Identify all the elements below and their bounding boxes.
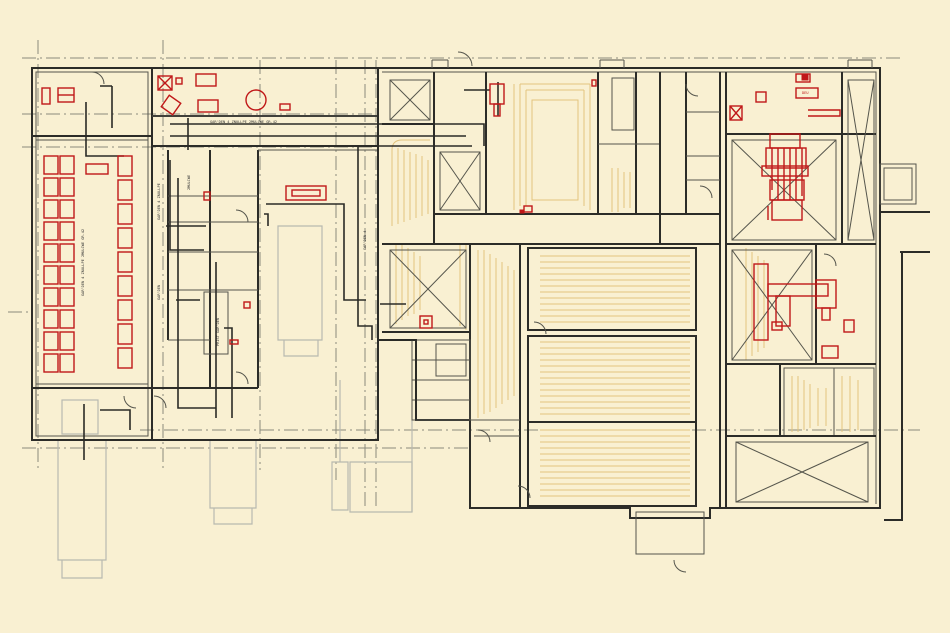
- label-vertical-3: 2MULCWE: [187, 175, 191, 190]
- label-equipment-room: DEU: [802, 91, 809, 95]
- process-machine: [761, 133, 809, 221]
- label-corridor-top: GAR'DEN 4 ZNULLPE 2MULCWE GR.42: [210, 120, 277, 124]
- walls: [31, 51, 930, 573]
- piping: [83, 82, 499, 460]
- room-labels: GAR'DEN 4 ZNULLPE 2MULCWE GR.42 GAR'DEN …: [81, 91, 809, 346]
- label-vertical-1: GAR'DEN 4 ZNULLPE: [157, 183, 161, 220]
- grid-lines: [8, 40, 920, 510]
- label-corridor-storage: GAR'DEN 4 ZNULLPE 2MULCWE GR.42: [81, 229, 85, 296]
- storage-racks: [43, 155, 133, 373]
- label-vertical-5: GAR'DEN 4: [363, 231, 367, 250]
- underfloor-heating: [391, 83, 859, 497]
- filling-line: [753, 263, 855, 359]
- equipment: [41, 73, 855, 373]
- ghost-vehicles: [57, 225, 413, 579]
- heating-big-rooms: [540, 255, 690, 497]
- label-vertical-2: GAR'DEN: [157, 285, 161, 300]
- label-vertical-4: PRIST GAR'DEN: [216, 318, 220, 346]
